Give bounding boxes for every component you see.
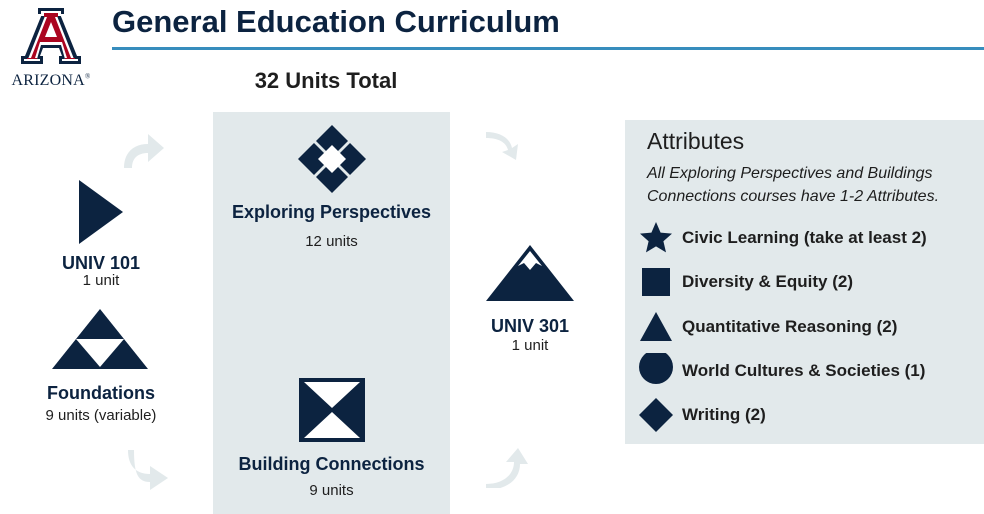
univ101-units: 1 unit xyxy=(82,272,120,289)
attribute-item: Civic Learning (take at least 2) xyxy=(638,220,978,256)
page-title: General Education Curriculum xyxy=(112,4,560,39)
logo-wordmark: ARIZONA® xyxy=(11,72,91,89)
exploring-units: 12 units xyxy=(305,233,358,250)
four-diamond-icon xyxy=(298,125,366,193)
curved-arrow-icon xyxy=(486,132,518,160)
star-icon xyxy=(640,222,672,253)
attribute-label: Civic Learning (take at least 2) xyxy=(682,228,927,247)
attributes-heading: Attributes xyxy=(647,128,745,154)
arizona-logo: ARIZONA® xyxy=(8,6,94,92)
play-triangle-icon xyxy=(79,180,123,244)
building-title: Building Connections xyxy=(238,454,425,474)
curved-arrow-icon xyxy=(486,448,528,488)
attribute-label: Quantitative Reasoning (2) xyxy=(682,317,898,336)
hourglass-square-icon xyxy=(299,378,365,442)
attribute-label: World Cultures & Societies (1) xyxy=(682,361,926,380)
attributes-note: All Exploring Perspectives and Buildings… xyxy=(647,165,940,205)
curved-arrow-icon xyxy=(124,134,164,168)
triforce-icon xyxy=(52,309,148,369)
diamond-icon xyxy=(639,398,673,432)
foundations-units: 9 units (variable) xyxy=(45,407,157,424)
square-icon xyxy=(642,268,670,296)
attribute-label: Writing (2) xyxy=(682,405,766,424)
univ301-title: UNIV 301 xyxy=(490,316,570,336)
mountain-icon xyxy=(486,245,574,301)
attributes-panel xyxy=(625,120,984,444)
attribute-label: Diversity & Equity (2) xyxy=(682,272,853,291)
title-divider xyxy=(112,47,984,50)
attribute-item: Quantitative Reasoning (2) xyxy=(638,309,978,345)
triangle-icon xyxy=(640,312,672,341)
curved-arrow-icon xyxy=(128,450,168,490)
exploring-title: Exploring Perspectives xyxy=(231,202,432,222)
block-a-icon xyxy=(21,8,81,64)
circle-icon xyxy=(639,353,673,384)
univ301-units: 1 unit xyxy=(511,337,549,354)
total-units: 32 Units Total xyxy=(254,68,398,93)
attribute-item: Writing (2) xyxy=(638,397,978,433)
foundations-title: Foundations xyxy=(47,383,155,403)
attribute-item: Diversity & Equity (2) xyxy=(638,264,978,300)
attribute-item: World Cultures & Societies (1) xyxy=(638,353,978,389)
building-units: 9 units xyxy=(309,482,354,499)
univ101-title: UNIV 101 xyxy=(61,253,141,273)
